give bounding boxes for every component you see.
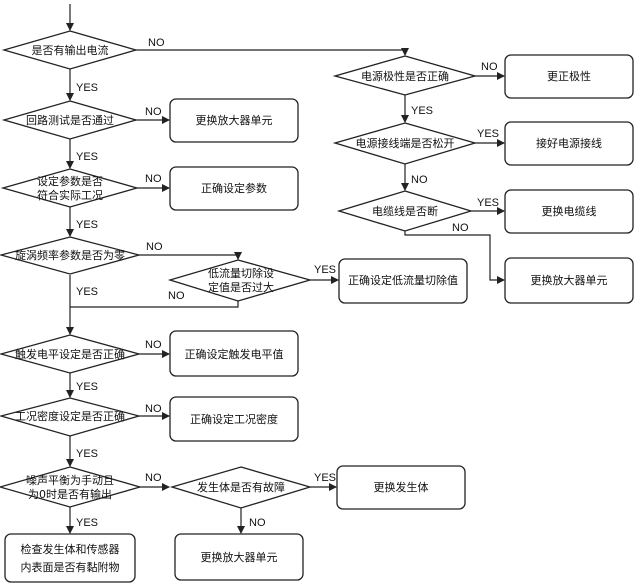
- arrow-output-no: [136, 48, 409, 56]
- decision-condition-density: 工况密度设定是否正确: [0, 397, 142, 437]
- action-connect-power: 接好电源接线: [504, 121, 634, 166]
- decision-output-flow: 是否有输出电流: [1, 30, 139, 70]
- svg-text:正确设定工况密度: 正确设定工况密度: [190, 412, 278, 426]
- label-no-loop: NO: [145, 106, 162, 118]
- line-lowcut-no: [70, 301, 239, 308]
- label-no-polarity: NO: [481, 61, 498, 73]
- svg-text:发生体是否有故障: 发生体是否有故障: [197, 480, 285, 494]
- svg-text:内表面是否有黏附物: 内表面是否有黏附物: [21, 560, 120, 574]
- label-yes-generator: YES: [314, 472, 336, 484]
- action-replace-amplifier-2: 更换放大器单元: [174, 533, 304, 581]
- decision-generator-fault: 发生体是否有故障: [169, 466, 313, 509]
- label-no-generator: NO: [249, 517, 266, 529]
- svg-text:低流量切除设: 低流量切除设: [208, 266, 274, 280]
- action-replace-generator: 更换发生体: [336, 465, 466, 510]
- label-no-density: NO: [145, 403, 162, 415]
- svg-text:是否有输出电流: 是否有输出电流: [32, 43, 109, 57]
- decision-low-cut: 低流量切除设 定值是否过大: [167, 259, 313, 302]
- label-no-noise: NO: [145, 472, 162, 484]
- action-correct-polarity: 更正极性: [504, 54, 634, 99]
- action-correct-density: 正确设定工况密度: [169, 396, 299, 442]
- svg-text:更换放大器单元: 更换放大器单元: [196, 113, 273, 127]
- action-replace-amplifier-3: 更换放大器单元: [504, 257, 634, 304]
- action-correct-params: 正确设定参数: [169, 166, 299, 211]
- label-no-lowcut: NO: [168, 290, 185, 302]
- label-yes-loop: YES: [76, 151, 98, 163]
- svg-text:为0时是否有输出: 为0时是否有输出: [28, 487, 112, 501]
- arrow-vortex-no: [139, 252, 242, 260]
- svg-text:正确设定触发电平值: 正确设定触发电平值: [185, 347, 284, 361]
- svg-text:电缆线是否断: 电缆线是否断: [372, 204, 438, 218]
- decision-setting-params: 设定参数是否 符合实际工况: [0, 168, 140, 208]
- svg-text:正确设定低流量切除值: 正确设定低流量切除值: [348, 273, 458, 287]
- label-yes-polarity: YES: [411, 105, 433, 117]
- action-replace-cable: 更换电缆线: [504, 189, 634, 234]
- action-inspect-generator-sensor: 检查发生体和传感器 内表面是否有黏附物: [4, 533, 136, 583]
- label-yes-setting: YES: [76, 219, 98, 231]
- svg-text:接好电源接线: 接好电源接线: [536, 136, 602, 150]
- svg-text:触发电平设定是否正确: 触发电平设定是否正确: [15, 347, 125, 361]
- decision-trigger-level: 触发电平设定是否正确: [0, 334, 142, 374]
- svg-text:噪声平衡为手动且: 噪声平衡为手动且: [26, 473, 114, 487]
- label-no-setting: NO: [145, 173, 162, 185]
- svg-text:更换放大器单元: 更换放大器单元: [201, 550, 278, 564]
- decision-vortex-freq: 旋涡频率参数是否为零: [0, 236, 142, 275]
- decision-power-polarity: 电源极性是否正确: [332, 55, 478, 96]
- label-no-trigger: NO: [145, 339, 162, 351]
- label-no-terminal: NO: [411, 174, 428, 186]
- svg-text:更换发生体: 更换发生体: [374, 480, 429, 494]
- svg-text:更正极性: 更正极性: [547, 69, 591, 83]
- label-yes-cable: YES: [477, 197, 499, 209]
- connectors: [66, 4, 505, 534]
- label-yes-vortex: YES: [76, 286, 98, 298]
- label-yes-output: YES: [76, 82, 98, 94]
- action-correct-low-cut: 正确设定低流量切除值: [338, 258, 468, 304]
- svg-text:设定参数是否: 设定参数是否: [37, 174, 103, 188]
- decision-power-terminal: 电源接线端是否松开: [332, 122, 478, 165]
- label-no-vortex: NO: [146, 241, 163, 253]
- svg-text:电源接线端是否松开: 电源接线端是否松开: [356, 136, 455, 150]
- branch-labels: NO YES NO YES NO YES NO YES NO YES NO YE…: [76, 37, 499, 529]
- svg-text:更换放大器单元: 更换放大器单元: [531, 273, 608, 287]
- label-no-output: NO: [148, 37, 165, 49]
- svg-text:回路测试是否通过: 回路测试是否通过: [26, 114, 114, 127]
- action-replace-amplifier-1: 更换放大器单元: [169, 98, 299, 143]
- svg-text:检查发生体和传感器: 检查发生体和传感器: [21, 542, 120, 556]
- label-yes-trigger: YES: [76, 381, 98, 393]
- svg-text:工况密度设定是否正确: 工况密度设定是否正确: [15, 409, 125, 423]
- label-no-cable: NO: [452, 222, 469, 234]
- arrow-cable-no: [404, 231, 505, 284]
- svg-text:电源极性是否正确: 电源极性是否正确: [361, 69, 449, 83]
- svg-text:旋涡频率参数是否为零: 旋涡频率参数是否为零: [15, 248, 125, 262]
- svg-text:定值是否过大: 定值是否过大: [208, 280, 274, 294]
- decision-loop-test: 回路测试是否通过: [1, 100, 139, 140]
- decision-cable-broken: 电缆线是否断: [336, 190, 474, 232]
- svg-text:符合实际工况: 符合实际工况: [37, 188, 103, 202]
- label-yes-lowcut: YES: [314, 264, 336, 276]
- label-yes-terminal: YES: [477, 128, 499, 140]
- svg-text:正确设定参数: 正确设定参数: [201, 181, 267, 195]
- decision-noise-balance: 噪声平衡为手动且 为0时是否有输出: [0, 466, 143, 508]
- label-yes-noise: YES: [76, 517, 98, 529]
- svg-text:更换电缆线: 更换电缆线: [542, 204, 597, 218]
- label-yes-density: YES: [76, 448, 98, 460]
- action-correct-trigger: 正确设定触发电平值: [169, 330, 299, 377]
